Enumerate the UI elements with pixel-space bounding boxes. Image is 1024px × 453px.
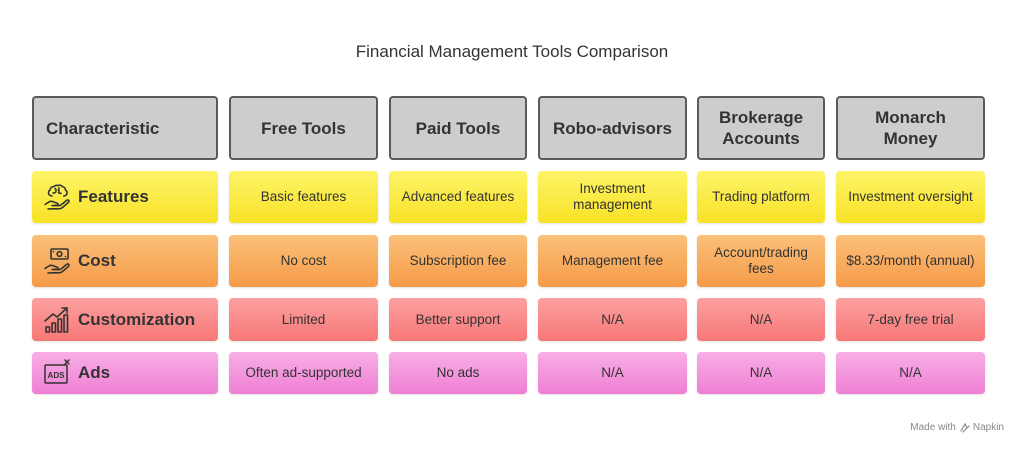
row-label-customization-text: Customization [78, 309, 196, 329]
diagram-title: Financial Management Tools Comparison [355, 42, 669, 61]
header-robo-advisors: Robo-advisors [538, 96, 687, 160]
header-brokerage-accounts: Brokerage Accounts [697, 96, 825, 160]
napkin-brand: Napkin [972, 422, 1004, 433]
row-label-ads-text: Ads [78, 363, 111, 382]
row-label-customization: Customization [32, 298, 218, 341]
row-label-cost-text: Cost [78, 251, 116, 270]
cell-customization-brokerage-accounts: N/A [697, 298, 825, 341]
cell-features-robo-advisors: Investment management [538, 171, 687, 223]
header-monarch-money: Monarch Money [836, 96, 985, 160]
brain-hand-icon [44, 184, 70, 210]
row-label-cost: Cost [32, 235, 218, 287]
cell-features-brokerage-accounts: Trading platform [697, 171, 825, 223]
row-label-features: Features [32, 171, 218, 223]
cell-features-paid-tools: Advanced features [389, 171, 527, 223]
cell-cost-brokerage-accounts: Account/trading fees [697, 235, 825, 287]
cell-cost-free-tools: No cost [229, 235, 378, 287]
napkin-logo-icon [960, 422, 970, 433]
cell-ads-monarch-money: N/A [836, 352, 985, 394]
made-with-napkin-footer: Made with Napkin [910, 422, 1004, 433]
header-characteristic: Characteristic [32, 96, 218, 160]
svg-text:ADS: ADS [48, 371, 66, 380]
cell-cost-paid-tools: Subscription fee [389, 235, 527, 287]
made-with-label: Made with [910, 422, 956, 433]
cell-customization-free-tools: Limited [229, 298, 378, 341]
cell-features-monarch-money: Investment oversight [836, 171, 985, 223]
cell-ads-free-tools: Often ad-supported [229, 352, 378, 394]
ads-blocked-icon: ADS [44, 359, 70, 384]
row-label-features-text: Features [78, 187, 149, 206]
cell-ads-brokerage-accounts: N/A [697, 352, 825, 394]
row-label-ads: ADS Ads [32, 352, 218, 394]
cell-customization-paid-tools: Better support [389, 298, 527, 341]
growth-chart-icon [44, 306, 69, 333]
cell-features-free-tools: Basic features [229, 171, 378, 223]
cell-ads-paid-tools: No ads [389, 352, 527, 394]
cell-cost-monarch-money: $8.33/month (annual) [836, 235, 985, 287]
header-free-tools: Free Tools [229, 96, 378, 160]
cell-customization-robo-advisors: N/A [538, 298, 687, 341]
money-hand-icon [44, 248, 70, 274]
cell-customization-monarch-money: 7-day free trial [836, 298, 985, 341]
header-paid-tools: Paid Tools [389, 96, 527, 160]
cell-ads-robo-advisors: N/A [538, 352, 687, 394]
cell-cost-robo-advisors: Management fee [538, 235, 687, 287]
